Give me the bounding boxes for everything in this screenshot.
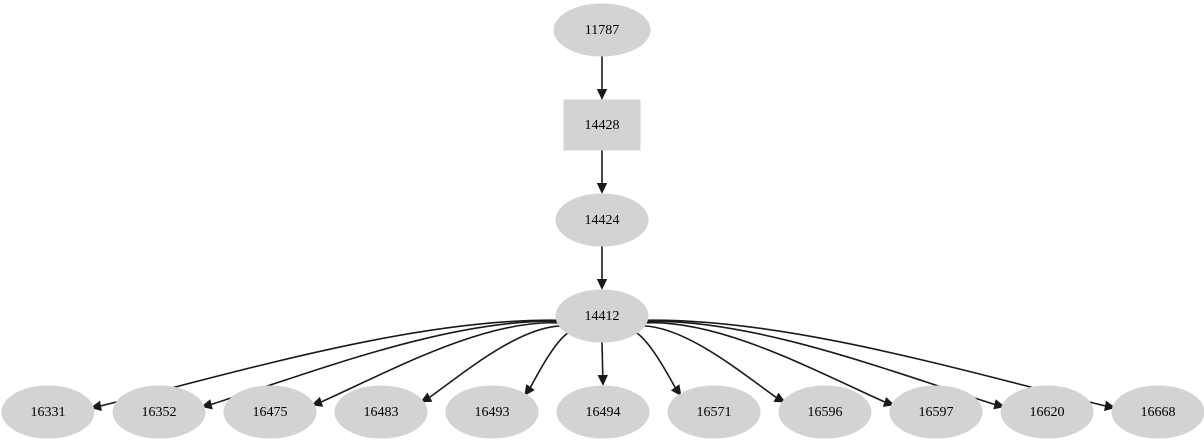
node-16475[interactable]: 16475: [223, 385, 317, 439]
node-11787[interactable]: 11787: [553, 3, 651, 57]
edge-14412-to-16597: [644, 321, 885, 403]
node-label-11787: 11787: [585, 23, 619, 38]
node-16494[interactable]: 16494: [556, 385, 650, 439]
node-label-14424: 14424: [585, 213, 620, 228]
node-ellipse-16331[interactable]: [1, 385, 95, 439]
node-label-16493: 16493: [475, 405, 510, 420]
edge-14412-to-16571: [635, 331, 676, 388]
node-label-16596: 16596: [808, 405, 843, 420]
node-label-16331: 16331: [31, 405, 66, 420]
node-ellipse-16597[interactable]: [889, 385, 983, 439]
node-16596[interactable]: 16596: [778, 385, 872, 439]
node-16493[interactable]: 16493: [445, 385, 539, 439]
arrowhead-14424-to-14412: [596, 279, 608, 290]
node-label-16475: 16475: [253, 405, 288, 420]
node-16668[interactable]: 16668: [1111, 385, 1204, 439]
node-16483[interactable]: 16483: [334, 385, 428, 439]
node-ellipse-16475[interactable]: [223, 385, 317, 439]
edge-14412-to-16494: [601, 341, 604, 376]
edge-14412-to-16493: [529, 331, 570, 388]
arrowhead-14412-to-16494: [597, 374, 608, 386]
node-16352[interactable]: 16352: [112, 385, 206, 439]
node-ellipse-11787[interactable]: [553, 3, 651, 57]
node-ellipse-14412[interactable]: [555, 289, 649, 343]
node-ellipse-16620[interactable]: [1000, 385, 1094, 439]
node-label-16620: 16620: [1030, 405, 1065, 420]
node-ellipse-16352[interactable]: [112, 385, 206, 439]
node-ellipse-14424[interactable]: [555, 193, 649, 247]
arrowhead-14412-to-16596: [773, 392, 786, 403]
node-14412[interactable]: 14412: [555, 289, 649, 343]
node-label-14412: 14412: [585, 309, 620, 324]
node-14428[interactable]: 14428: [563, 99, 641, 151]
node-label-16597: 16597: [919, 405, 954, 420]
node-label-16483: 16483: [364, 405, 399, 420]
arrowhead-14412-to-16493: [524, 384, 535, 397]
node-label-16352: 16352: [142, 405, 177, 420]
node-16597[interactable]: 16597: [889, 385, 983, 439]
arrowhead-14412-to-16483: [420, 392, 433, 403]
arrowhead-14412-to-16571: [670, 384, 682, 397]
edge-14412-to-16483: [429, 325, 562, 398]
node-ellipse-16494[interactable]: [556, 385, 650, 439]
node-16571[interactable]: 16571: [667, 385, 761, 439]
node-ellipse-16571[interactable]: [667, 385, 761, 439]
edge-14412-to-16475: [321, 322, 560, 403]
arrowhead-11787-to-14428: [596, 89, 608, 100]
node-16620[interactable]: 16620: [1000, 385, 1094, 439]
node-label-16571: 16571: [697, 405, 732, 420]
node-label-16668: 16668: [1141, 405, 1176, 420]
node-label-14428: 14428: [585, 118, 620, 133]
node-16331[interactable]: 16331: [1, 385, 95, 439]
node-ellipse-16596[interactable]: [778, 385, 872, 439]
node-ellipse-16493[interactable]: [445, 385, 539, 439]
nodes-layer: 11787 14428 14424 14412 16331 16352 16475 16483…: [1, 3, 1204, 439]
node-label-16494: 16494: [586, 405, 621, 420]
node-box-14428[interactable]: [563, 99, 641, 151]
node-ellipse-16668[interactable]: [1111, 385, 1204, 439]
node-14424[interactable]: 14424: [555, 193, 649, 247]
edge-14412-to-16596: [642, 325, 777, 398]
node-ellipse-16483[interactable]: [334, 385, 428, 439]
arrowhead-14428-to-14424: [596, 183, 608, 194]
